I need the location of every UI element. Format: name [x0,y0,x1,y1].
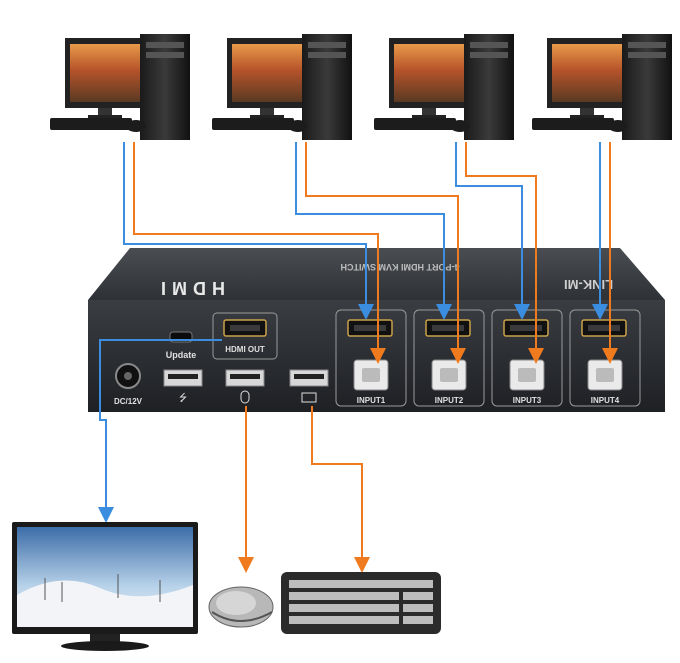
dc-label: DC/12V [114,397,143,406]
input-1: INPUT1 [335,309,407,407]
usb-port-1: ⭍ [163,369,203,404]
mouse-icon [208,586,274,628]
computer-3 [374,34,514,140]
input-label: INPUT4 [591,396,620,405]
usb-port-mouse [225,369,265,404]
mouse-port-icon [240,390,250,404]
switch-top-panel [88,248,665,300]
switch-brand: LINK-MI [564,277,613,292]
usb-icon: ⭍ [179,392,187,404]
switch-product-name: 4-PORT HDMI KVM SWITCH [341,262,460,272]
dc-power-port: DC/12V [114,363,143,406]
computer-icon [374,34,514,140]
monitor-icon [12,522,198,651]
computer-icon [532,34,672,140]
computer-1 [50,34,190,140]
computer-icon [50,34,190,140]
keyboard-icon [281,572,441,634]
computer-icon [212,34,352,140]
input-label: INPUT2 [435,396,464,405]
usb-port-keyboard [289,369,329,403]
hdmi-out-cable [98,339,222,523]
hdmi-logo-text: HDMI [155,278,225,298]
input-label: INPUT3 [513,396,542,405]
keyboard-cable [311,406,370,573]
usb-cable-2 [305,142,466,364]
usb-cable-3 [465,142,544,364]
computer-4 [532,34,672,140]
update-label: Update [166,350,197,360]
hdmi-cable-1 [123,142,374,320]
hdmi-cable-2 [295,142,452,320]
hdmi-out-port: HDMI OUT [212,312,278,360]
hdmi-out-label: HDMI OUT [225,345,265,354]
keyboard-port-icon [301,392,317,403]
usb-cable-1 [133,142,386,364]
hdmi-cable-3 [455,142,530,320]
cables [98,142,618,573]
computer-2 [212,34,352,140]
input-label: INPUT1 [357,396,386,405]
